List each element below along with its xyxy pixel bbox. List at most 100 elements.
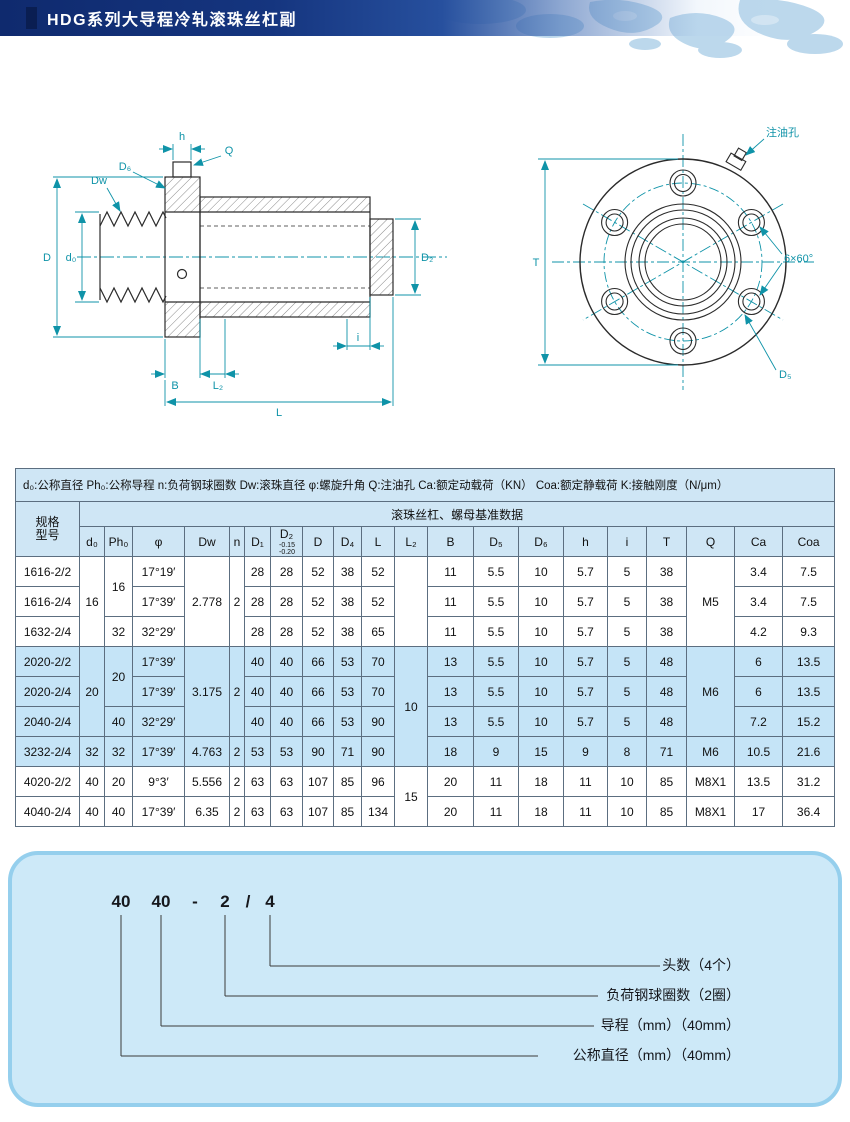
dimension-lines (53, 144, 421, 406)
model-cell: 2020-2/2 (15, 646, 80, 677)
data-cell: M6 (686, 736, 735, 767)
data-cell: 13.5 (781, 676, 836, 707)
data-cell: 66 (302, 646, 334, 677)
data-cell: 13 (427, 646, 474, 677)
model-cell: 4040-2/4 (15, 796, 80, 827)
data-cell: 32°29′ (132, 616, 185, 647)
data-cell: 70 (361, 676, 395, 707)
bolt-holes (601, 169, 765, 355)
data-cell: 71 (333, 736, 362, 767)
data-cell: 5.7 (563, 646, 608, 677)
data-cell: 52 (302, 616, 334, 647)
data-cell: 5.5 (473, 676, 519, 707)
dim-label-D2: D₂ (421, 252, 433, 264)
data-cell: 4.763 (184, 736, 230, 767)
model-code: 40 40 - 2 / 4 (112, 892, 276, 911)
dim-label-T: T (533, 257, 540, 269)
data-cell: 63 (244, 766, 271, 797)
data-cell: 10.5 (734, 736, 783, 767)
data-cell: 3.4 (734, 586, 783, 617)
dim-label-D6: D₆ (119, 161, 131, 173)
data-cell: 40 (244, 706, 271, 737)
data-cell: 10 (518, 676, 564, 707)
data-cell: 32 (104, 616, 133, 647)
data-cell: 17°39′ (132, 736, 185, 767)
data-cell: 53 (333, 706, 362, 737)
dimension-labels: D d₀ Dw h D₆ Q D₂ B L₂ i L (43, 131, 433, 419)
column-header: L₂ (394, 526, 428, 557)
data-cell: 11 (427, 616, 474, 647)
data-cell: 5.7 (563, 616, 608, 647)
data-cell: 70 (361, 646, 395, 677)
legend-label-starts: 头数（4个） (662, 957, 740, 973)
data-cell: 53 (333, 646, 362, 677)
flange-face (579, 147, 787, 366)
data-cell: 17°39′ (132, 586, 185, 617)
data-cell: 5.7 (563, 556, 608, 587)
data-cell: 40 (79, 796, 105, 827)
spigot (369, 218, 394, 296)
data-cell: 5.7 (563, 586, 608, 617)
data-cell: 63 (270, 796, 303, 827)
data-cell: 5.5 (473, 616, 519, 647)
data-cell: 13.5 (781, 646, 836, 677)
data-cell: 2.778 (184, 556, 230, 647)
data-cell: 48 (646, 706, 687, 737)
data-cell: 52 (361, 556, 395, 587)
page-banner: HDG系列大导程冷轧滚珠丝杠副 (0, 0, 850, 36)
data-cell: 96 (361, 766, 395, 797)
data-cell: 5.7 (563, 676, 608, 707)
data-cell: 40 (104, 796, 133, 827)
data-cell: 85 (333, 796, 362, 827)
data-cell: 6 (734, 676, 783, 707)
spec-table: d₀:公称直径 Ph₀:公称导程 n:负荷钢球圈数 Dw:滚珠直径 φ:螺旋升角… (14, 468, 836, 827)
data-cell: 38 (646, 586, 687, 617)
data-cell: 9°3′ (132, 766, 185, 797)
data-cell: 9 (563, 736, 608, 767)
model-cell: 2040-2/4 (15, 706, 80, 737)
data-cell: 40 (270, 706, 303, 737)
data-cell: 53 (333, 676, 362, 707)
data-cell: 13 (427, 676, 474, 707)
data-cell: 17°19′ (132, 556, 185, 587)
oil-fitting (172, 161, 192, 178)
data-cell: 2 (229, 796, 245, 827)
data-cell: M5 (686, 556, 735, 647)
data-cell: 90 (302, 736, 334, 767)
column-header: D₄ (333, 526, 362, 557)
data-cell: 48 (646, 646, 687, 677)
column-header: L (361, 526, 395, 557)
data-cell: 38 (333, 556, 362, 587)
data-cell: 40 (104, 706, 133, 737)
data-cell: 65 (361, 616, 395, 647)
data-cell: 32 (104, 736, 133, 767)
column-header: φ (132, 526, 185, 557)
dim-label-D5: D₅ (779, 369, 791, 381)
table-note: d₀:公称直径 Ph₀:公称导程 n:负荷钢球圈数 Dw:滚珠直径 φ:螺旋升角… (14, 468, 836, 502)
data-cell: 15 (394, 766, 428, 827)
data-cell: 6.35 (184, 796, 230, 827)
data-cell: 28 (270, 556, 303, 587)
data-cell: 28 (244, 556, 271, 587)
data-cell: 11 (427, 586, 474, 617)
data-cell: 5.5 (473, 586, 519, 617)
legend-label-lead: 导程（mm）（40mm） (601, 1017, 740, 1033)
front-dimension-labels: T 注油孔 6×60° D₅ (533, 125, 814, 381)
column-header: D₁ (244, 526, 271, 557)
data-cell: 5 (607, 646, 647, 677)
data-cell: 85 (646, 796, 687, 827)
section-hatching (165, 177, 393, 337)
column-header: D₆ (518, 526, 564, 557)
dim-label-angle: 6×60° (784, 253, 813, 265)
data-cell: 28 (270, 616, 303, 647)
data-cell: 20 (427, 796, 474, 827)
data-cell: 10 (518, 616, 564, 647)
data-cell: 7.2 (734, 706, 783, 737)
dim-label-D: D (43, 252, 51, 264)
code-part-starts: 4 (265, 892, 275, 911)
